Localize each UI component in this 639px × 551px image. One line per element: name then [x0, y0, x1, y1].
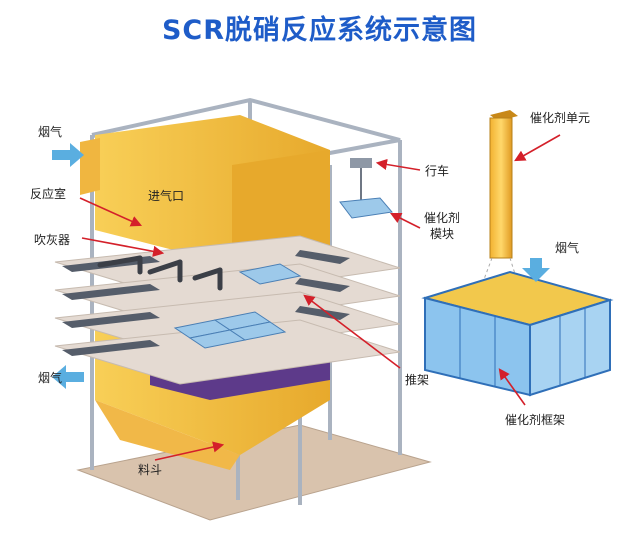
label-flue-in: 烟气	[38, 124, 62, 139]
label-reactor-room: 反应室	[30, 186, 66, 201]
label-catalyst-unit: 催化剂单元	[530, 110, 590, 125]
catalyst-unit-element	[479, 110, 521, 291]
label-module-line1: 催化剂	[424, 210, 460, 225]
label-flue-right: 烟气	[555, 240, 579, 255]
label-inlet: 进气口	[148, 188, 184, 203]
label-hopper: 料斗	[138, 463, 162, 477]
leader-arrows	[79, 134, 561, 461]
soot-blowers	[97, 255, 223, 291]
label-flue-out: 烟气	[38, 370, 62, 385]
catalyst-modules	[173, 263, 302, 349]
reactor-upper	[80, 115, 330, 265]
diagram-title: SCR脱硝反应系统示意图	[161, 15, 478, 46]
catalyst-frame-box	[421, 270, 614, 397]
label-push-frame: 推架	[405, 373, 429, 387]
label-catalyst-frame: 催化剂框架	[505, 412, 565, 427]
flue-down-arrow	[522, 258, 550, 282]
flue-in-arrow	[52, 143, 84, 167]
flue-out-arrow	[52, 365, 84, 389]
label-crane: 行车	[425, 163, 449, 178]
label-module-line2: 模块	[430, 227, 454, 241]
crane	[339, 158, 393, 219]
label-soot-blower: 吹灰器	[34, 233, 70, 247]
